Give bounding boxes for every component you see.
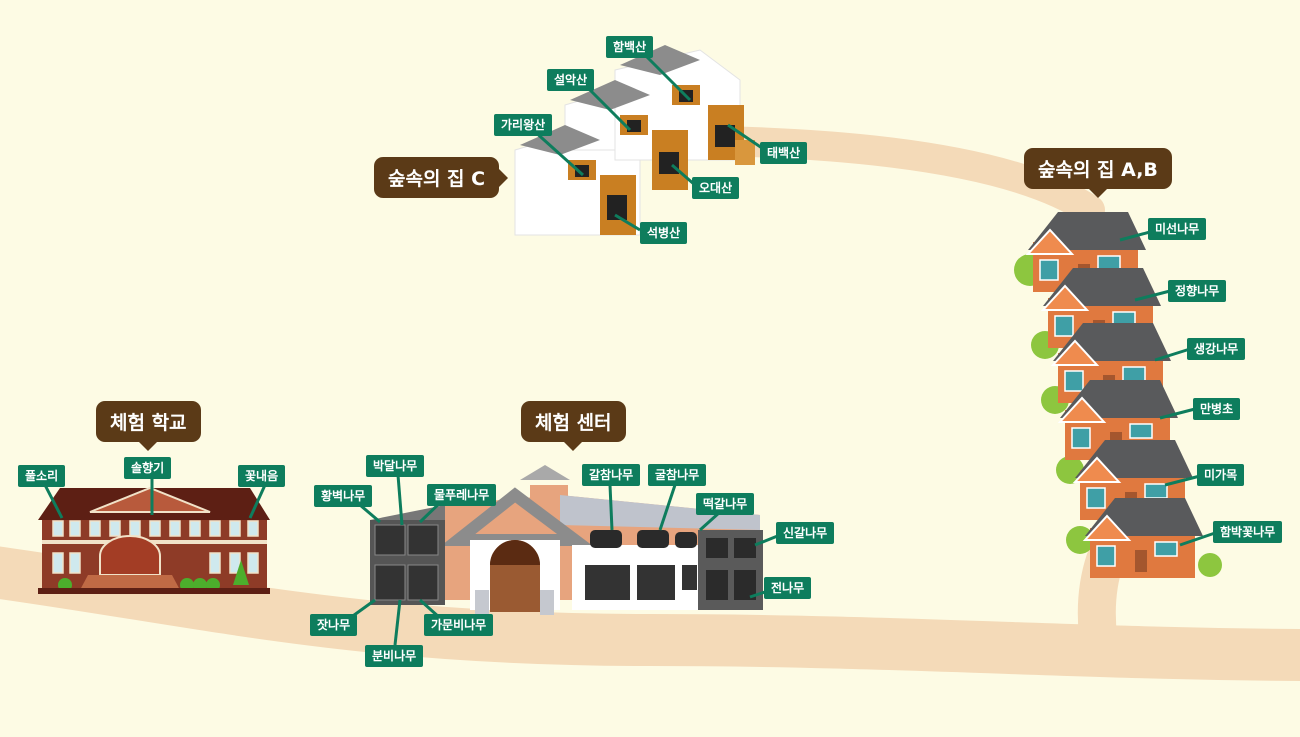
room-tag-solhyanggi[interactable]: 솔향기 [124, 457, 172, 479]
room-tag-mulpurenamu[interactable]: 물푸레나무 [427, 484, 497, 506]
room-tag-seoraksan[interactable]: 설악산 [547, 69, 595, 91]
room-tag-kkotnaeeum[interactable]: 꽃내음 [238, 465, 286, 487]
callout-school[interactable]: 체험 학교 [96, 401, 201, 451]
room-tag-tteokgalnamu[interactable]: 떡갈나무 [696, 493, 755, 515]
room-tag-hambaeksan[interactable]: 함백산 [606, 36, 654, 58]
callout-center[interactable]: 체험 센터 [521, 401, 626, 451]
room-tag-gariwangsan[interactable]: 가리왕산 [494, 114, 553, 136]
room-tag-gamunbinamu[interactable]: 가문비나무 [424, 614, 494, 636]
room-tag-singalnamu[interactable]: 신갈나무 [776, 522, 835, 544]
cottage [1082, 498, 1203, 578]
room-tag-jeonghyangnamu[interactable]: 정향나무 [1168, 280, 1227, 302]
cottage [1050, 323, 1171, 403]
room-tag-miseonnamu[interactable]: 미선나무 [1148, 218, 1207, 240]
house-ab-buildings [1014, 212, 1222, 578]
room-tag-gulchamnamu[interactable]: 굴참나무 [648, 464, 707, 486]
room-tag-jannamu[interactable]: 잣나무 [310, 614, 358, 636]
school-building [38, 486, 270, 594]
room-tag-jeonnamu[interactable]: 전나무 [764, 577, 812, 599]
label-leader-lines [43, 53, 1216, 646]
room-tag-saenggangnamu[interactable]: 생강나무 [1187, 338, 1246, 360]
room-tag-migamok[interactable]: 미가목 [1197, 464, 1245, 486]
house-c-building [514, 45, 755, 236]
room-tag-hambakkkotnamu[interactable]: 함박꽃나무 [1213, 521, 1283, 543]
callout-house-c[interactable]: 숲속의 집 C [374, 157, 509, 198]
room-tag-taebaeksan[interactable]: 태백산 [760, 142, 808, 164]
callout-house-ab[interactable]: 숲속의 집 A,B [1024, 148, 1172, 198]
room-tag-pulsori[interactable]: 풀소리 [18, 465, 66, 487]
room-tag-bakdalnamu[interactable]: 박달나무 [366, 455, 425, 477]
room-tag-odaesan[interactable]: 오대산 [692, 177, 740, 199]
room-tag-galchamnamu[interactable]: 갈참나무 [582, 464, 641, 486]
center-building [370, 465, 763, 615]
room-tag-manbyeongcho[interactable]: 만병초 [1193, 398, 1241, 420]
room-tag-hwangbyeoknamu[interactable]: 황벽나무 [314, 485, 373, 507]
room-tag-bunbinamu[interactable]: 분비나무 [365, 645, 424, 667]
room-tag-seokbyeongsan[interactable]: 석병산 [640, 222, 688, 244]
